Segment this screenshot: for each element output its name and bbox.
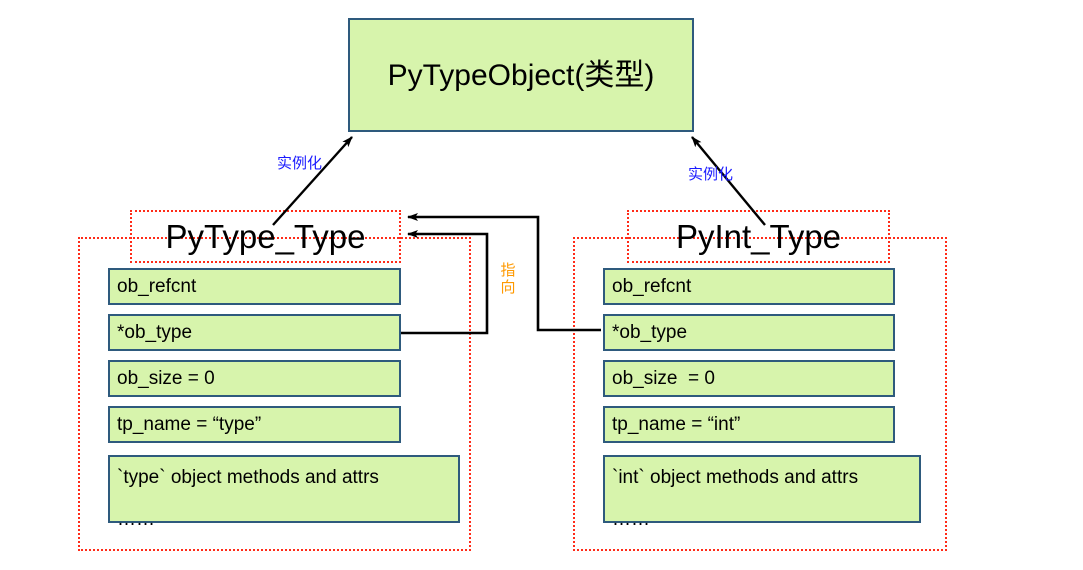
panel-title-frame-pyint-type[interactable]: PyInt_Type <box>627 210 890 263</box>
group-frame-pytype-type <box>78 237 471 551</box>
panel-title-pyint-type: PyInt_Type <box>675 217 842 255</box>
field-pyint-type-tp_name[interactable]: tp_name = “int” <box>603 406 895 443</box>
field-text: ob_size = 0 <box>117 367 215 389</box>
field-text-line2: …… <box>117 508 155 530</box>
field-pyint-type-methods[interactable]: `int` object methods and attrs …… <box>603 455 921 530</box>
pytypeobject-label: PyTypeObject(类型) <box>387 58 655 92</box>
field-pyint-type-ob_type[interactable]: *ob_type <box>603 314 895 351</box>
panel-title-pytype-type: PyType_Type <box>165 217 366 255</box>
field-text-line2: …… <box>612 508 650 530</box>
pytypeobject-box[interactable]: PyTypeObject(类型) <box>348 18 694 132</box>
field-text-line1: `type` object methods and attrs <box>117 467 379 488</box>
field-pytype-type-methods[interactable]: `type` object methods and attrs …… <box>108 455 460 530</box>
edge-label-text: 实例化 <box>277 155 323 172</box>
field-pytype-type-tp_name[interactable]: tp_name = “type” <box>108 406 401 443</box>
panel-title-frame-pytype-type[interactable]: PyType_Type <box>130 210 401 263</box>
field-text: ob_refcnt <box>117 275 197 297</box>
field-text: ob_refcnt <box>612 275 692 297</box>
field-text-line1: `int` object methods and attrs <box>612 467 859 488</box>
edge-label-text: 实例化 <box>688 166 734 183</box>
field-pytype-type-ob_type[interactable]: *ob_type <box>108 314 401 351</box>
field-text: tp_name = “type” <box>117 413 262 435</box>
edge-label-instantiate-right: 实例化 <box>688 163 733 184</box>
field-text: *ob_type <box>612 321 688 343</box>
group-frame-pyint-type <box>573 237 947 551</box>
field-text: *ob_type <box>117 321 193 343</box>
field-text: ob_size = 0 <box>612 367 715 389</box>
field-pyint-type-ob_size[interactable]: ob_size = 0 <box>603 360 895 397</box>
edge-label-text: 指向 <box>500 262 516 297</box>
edge-label-instantiate-left: 实例化 <box>277 152 322 173</box>
edge-label-points-to: 指向 <box>500 262 516 297</box>
field-text: tp_name = “int” <box>612 413 741 435</box>
field-pytype-type-ob_size[interactable]: ob_size = 0 <box>108 360 401 397</box>
field-pytype-type-ob_refcnt[interactable]: ob_refcnt <box>108 268 401 305</box>
field-pyint-type-ob_refcnt[interactable]: ob_refcnt <box>603 268 895 305</box>
